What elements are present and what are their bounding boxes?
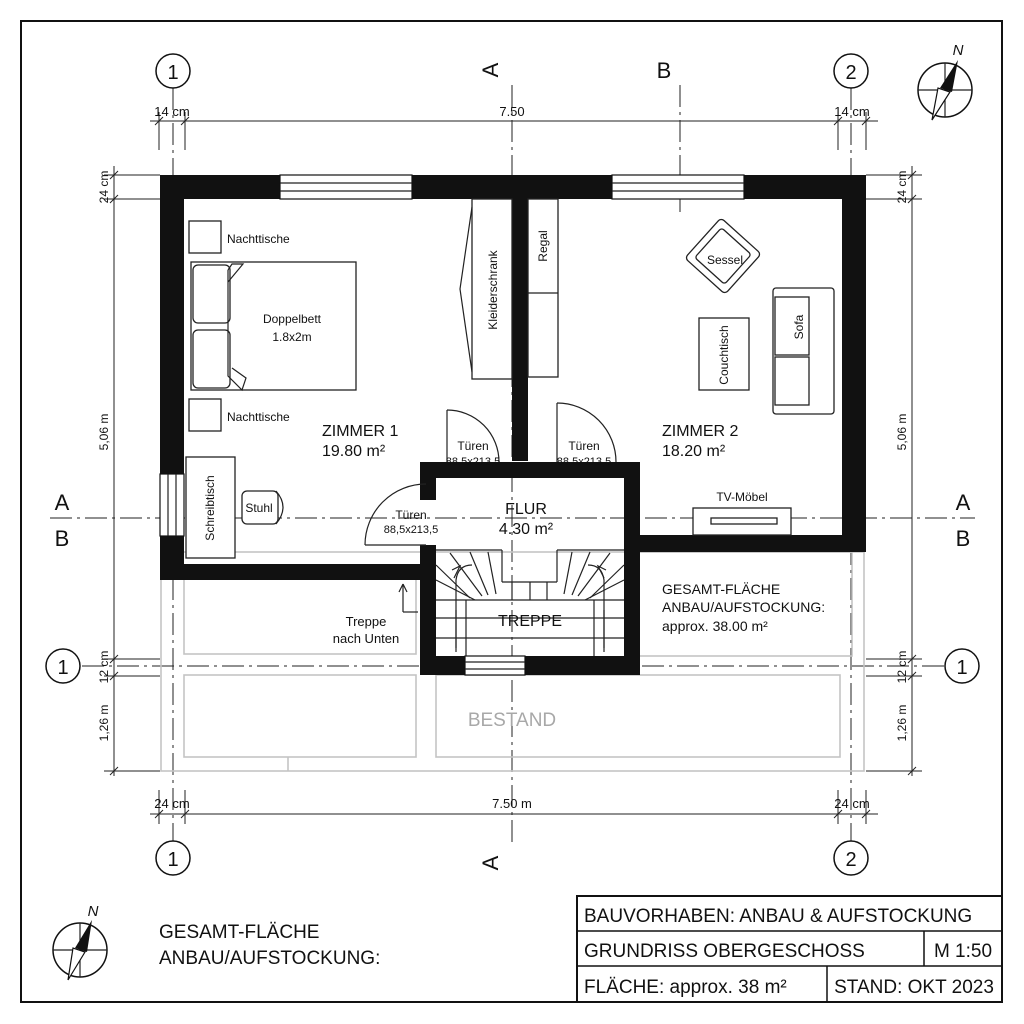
dim-top-width: 7.50 — [499, 104, 524, 119]
room-zimmer1-area: 19.80 m² — [322, 443, 386, 460]
bottom-note-line1: GESAMT-FLÄCHE — [159, 922, 319, 943]
room-zimmer2-name: ZIMMER 2 — [662, 423, 739, 440]
north-label-top: N — [953, 42, 964, 59]
title-block — [576, 895, 1003, 1003]
area-note-line1: GESAMT-FLÄCHE — [662, 581, 780, 597]
svg-text:2: 2 — [845, 62, 856, 84]
svg-text:1: 1 — [57, 657, 68, 679]
room-flur-name: FLUR — [505, 501, 547, 518]
dim-top-left-offset: 14 cm — [154, 104, 189, 119]
grid-bubble-top-left: 1 — [155, 53, 191, 89]
dim-left-row-offset: 12 cm — [97, 651, 111, 684]
sofa — [772, 287, 835, 415]
door-zimmer2 — [556, 402, 617, 463]
north-label-bottom: N — [88, 903, 99, 920]
title-area: FLÄCHE: approx. 38 m² — [584, 977, 787, 998]
chair-label: Stuhl — [245, 501, 272, 515]
armchair — [685, 218, 761, 294]
svg-text:1: 1 — [956, 657, 967, 679]
bed-name: Doppelbett — [263, 312, 322, 326]
section-marker-b-left: B — [55, 526, 70, 551]
windows — [159, 174, 745, 676]
door-size-flur: 88,5x213,5 — [384, 524, 438, 536]
dim-left-bestand: 1,26 m — [97, 705, 111, 742]
north-arrow-top-icon — [917, 60, 973, 121]
svg-text:2: 2 — [845, 849, 856, 871]
door-label-zimmer2: Türen — [568, 439, 599, 453]
dim-bottom-width: 7.50 m — [492, 796, 532, 811]
wardrobe-label: Kleiderschrank — [486, 249, 500, 329]
grid-bubble-bottom-right: 2 — [833, 840, 869, 876]
dim-bottom-left-offset: 24 cm — [154, 796, 189, 811]
dim-bottom-right-offset: 24 cm — [834, 796, 869, 811]
nightstand-bottom-label: Nachttische — [227, 410, 290, 424]
door-size-zimmer1: 88,5x213,5 — [446, 456, 500, 468]
nightstand-bottom — [188, 398, 222, 432]
area-note-line2: ANBAU/AUFSTOCKUNG: — [662, 599, 825, 615]
coffee-table — [698, 317, 750, 391]
dim-right-row-offset: 12 cm — [895, 651, 909, 684]
door-size-zimmer2: 88,5x213,5 — [557, 456, 611, 468]
svg-text:1: 1 — [167, 62, 178, 84]
grid-bubble-left-row: 1 — [45, 648, 81, 684]
dim-top-right-offset: 14 cm — [834, 104, 869, 119]
area-note-line3: approx. 38.00 m² — [662, 618, 768, 634]
wardrobe — [459, 198, 513, 380]
svg-text:1: 1 — [167, 849, 178, 871]
door-zimmer1 — [446, 409, 500, 463]
title-scale: M 1:50 — [934, 941, 992, 962]
section-marker-a-top: A — [478, 62, 503, 77]
desk-label: Schreibtisch — [203, 475, 217, 540]
stair-label: TREPPE — [498, 613, 562, 630]
stair-note-line1: Treppe — [346, 614, 387, 629]
grid-bubble-bottom-left: 1 — [155, 840, 191, 876]
section-marker-b-top: B — [657, 58, 672, 83]
section-marker-a-left: A — [55, 490, 70, 515]
bed-size: 1.8x2m — [272, 330, 311, 344]
desk-chair — [241, 490, 284, 525]
nightstand-top-label: Nachttische — [227, 232, 290, 246]
grid-bubble-right-row: 1 — [944, 648, 980, 684]
desk — [185, 456, 236, 559]
coffee-table-label: Couchtisch — [717, 325, 731, 384]
tv-stand — [692, 507, 792, 536]
drawing-border — [20, 20, 1003, 1003]
room-flur-area: 4.30 m² — [499, 521, 554, 538]
shelf-label: Regal — [536, 230, 550, 261]
grid-bubble-top-right: 2 — [833, 53, 869, 89]
dim-right-wall: 24 cm — [895, 171, 909, 204]
bestand-label: BESTAND — [468, 710, 556, 731]
armchair-label: Sessel — [707, 253, 743, 267]
shelf — [527, 198, 559, 378]
dim-left-wall: 24 cm — [97, 171, 111, 204]
dim-right-bestand: 1,26 m — [895, 705, 909, 742]
bottom-note-line2: ANBAU/AUFSTOCKUNG: — [159, 948, 380, 969]
staircase — [435, 549, 625, 656]
dim-left-height: 5,06 m — [97, 414, 111, 451]
title-drawing: GRUNDRISS OBERGESCHOSS — [584, 941, 865, 962]
door-label-zimmer1: Türen — [457, 439, 488, 453]
section-marker-a-bottom: A — [478, 855, 503, 870]
section-marker-a-right: A — [956, 490, 971, 515]
section-marker-b-right: B — [956, 526, 971, 551]
title-date: STAND: OKT 2023 — [834, 977, 994, 998]
door-label-flur: Türen — [395, 508, 426, 522]
dim-right-height: 5,06 m — [895, 414, 909, 451]
room-zimmer1-name: ZIMMER 1 — [322, 423, 399, 440]
title-project: BAUVORHABEN: ANBAU & AUFSTOCKUNG — [584, 906, 972, 927]
stair-note-line2: nach Unten — [333, 631, 400, 646]
tv-stand-label: TV-Möbel — [716, 490, 767, 504]
room-zimmer2-area: 18.20 m² — [662, 443, 726, 460]
dimension-lines — [104, 112, 922, 824]
door-flur-west — [364, 483, 427, 546]
sofa-label: Sofa — [792, 314, 806, 339]
nightstand-top — [188, 220, 222, 254]
double-bed — [190, 261, 357, 392]
stair-down-arrow — [398, 583, 418, 613]
north-arrow-bottom-icon — [52, 920, 108, 981]
